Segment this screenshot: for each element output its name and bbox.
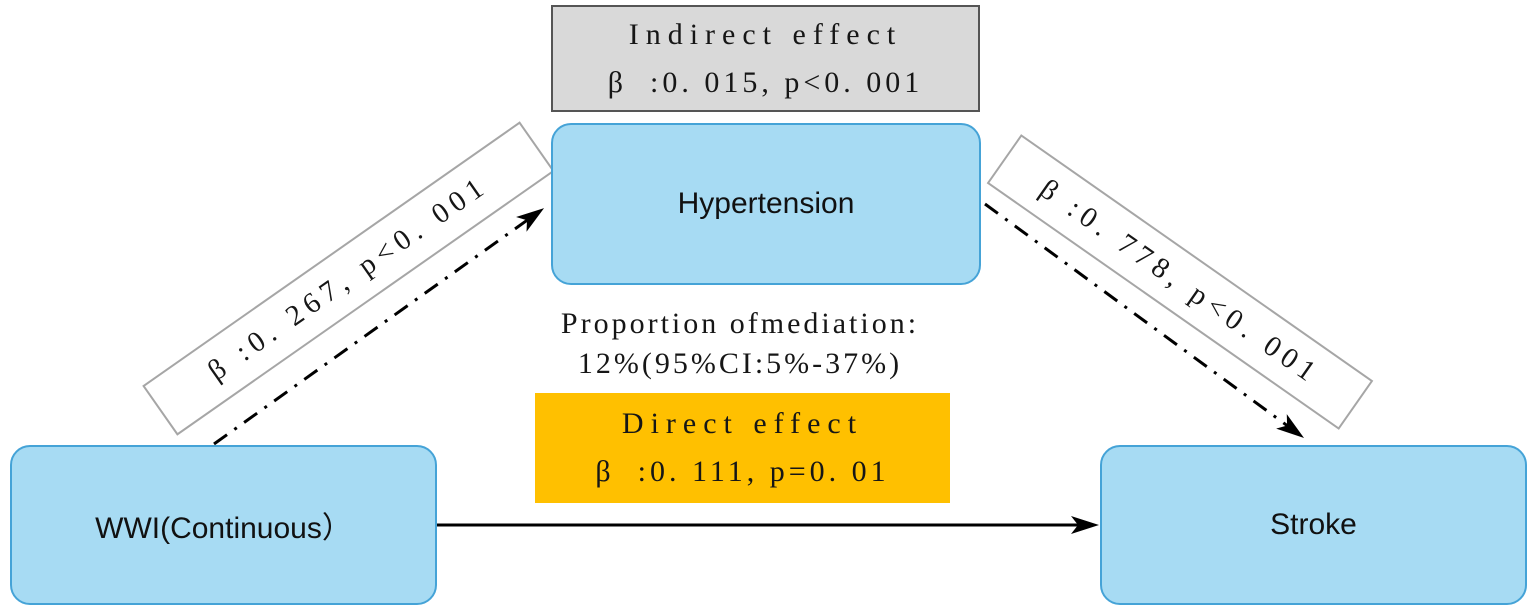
path-a-dashdot-arrow <box>213 208 545 446</box>
indirect-effect-title: Indirect effect <box>628 17 903 51</box>
mediation-proportion-line1: Proportion ofmediation: <box>560 307 920 340</box>
exposure-node-label: WWI(Continuous） <box>95 512 352 545</box>
path-b-dashdot-arrow <box>984 202 1305 438</box>
indirect-effect-box: Indirect effect β :0. 015, p<0. 001 <box>551 5 980 112</box>
outcome-node-stroke: Stroke <box>1100 445 1527 605</box>
indirect-effect-stat: β :0. 015, p<0. 001 <box>607 65 924 99</box>
mediator-node-label: Hypertension <box>677 187 855 220</box>
exposure-node-wwi: WWI(Continuous） <box>10 445 437 605</box>
direct-effect-box: Direct effect β :0. 111, p=0. 01 <box>535 393 950 503</box>
mediation-proportion-line2: 12%(95%CI:5%-37%) <box>577 347 903 380</box>
mediator-node-hypertension: Hypertension <box>551 123 981 285</box>
outcome-node-label: Stroke <box>1270 508 1357 541</box>
direct-effect-stat: β :0. 111, p=0. 01 <box>595 455 890 488</box>
direct-effect-title: Direct effect <box>621 407 864 440</box>
mediation-proportion-text: Proportion ofmediation: 12%(95%CI:5%-37%… <box>435 304 1045 384</box>
